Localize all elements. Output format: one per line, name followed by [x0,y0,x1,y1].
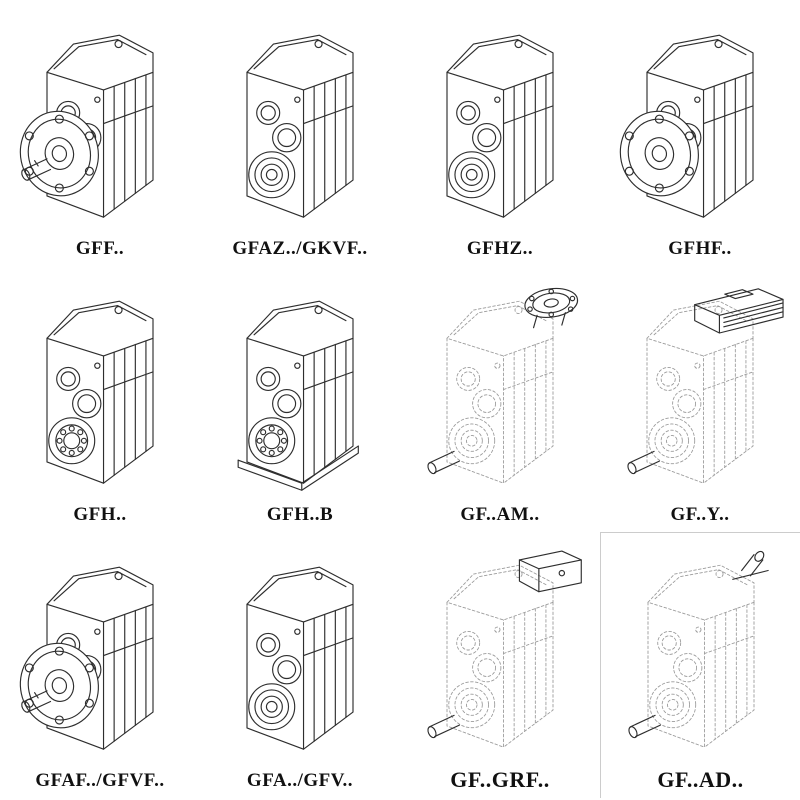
gearbox-label-gfhz: GFHZ.. [466,238,534,260]
gearbox-cell-gfhz: GFHZ.. [400,0,600,266]
gearbox-drawing-gf-y [600,266,800,505]
gearbox-label-gf-grf: GF..GRF.. [450,766,550,792]
gearbox-label-gfaf-gfvf: GFAF../GFVF.. [35,770,165,792]
gearbox-label-gf-am: GF..AM.. [460,504,540,526]
gearbox-drawing-gfhz [400,0,600,239]
gearbox-label-gfh: GFH.. [73,504,127,526]
gearbox-drawing-gfa-gfv [200,532,400,771]
gearbox-cell-gf-grf: GF..GRF.. [400,532,600,798]
gearbox-cell-gff: GFF.. [0,0,200,266]
gearbox-cell-gfa-gfv: GFA../GFV.. [200,532,400,798]
gearbox-cell-gfh-b: GFH..B [200,266,400,532]
gearbox-drawing-gf-am [400,266,600,505]
gearbox-drawing-gf-grf [400,532,600,768]
gearbox-drawing-gfaz-gkvf [200,0,400,239]
gearbox-cell-gf-y: GF..Y.. [600,266,800,532]
gearbox-cell-gf-ad: GF..AD.. [600,532,800,798]
gearbox-cell-gfaf-gfvf: GFAF../GFVF.. [0,532,200,798]
gearbox-drawing-gfaf-gfvf [0,532,200,771]
gearbox-cell-gfhf: GFHF.. [600,0,800,266]
gearbox-drawing-gfh-b [200,266,400,505]
gearbox-label-gf-y: GF..Y.. [670,504,730,526]
gearbox-drawing-gf-ad [601,533,800,768]
gearbox-label-gf-ad: GF..AD.. [657,766,744,792]
gearbox-label-gfh-b: GFH..B [266,504,334,526]
gearbox-label-gfaz-gkvf: GFAZ../GKVF.. [232,238,368,260]
gearbox-cell-gf-am: GF..AM.. [400,266,600,532]
gearbox-label-gfa-gfv: GFA../GFV.. [246,770,354,792]
gearbox-label-gff: GFF.. [75,238,125,260]
gearbox-cell-gfaz-gkvf: GFAZ../GKVF.. [200,0,400,266]
gearbox-drawing-gfh [0,266,200,505]
gearbox-drawing-gfhf [600,0,800,239]
gearbox-cell-gfh: GFH.. [0,266,200,532]
gearbox-label-gfhf: GFHF.. [668,238,732,260]
gearbox-drawing-gff [0,0,200,239]
